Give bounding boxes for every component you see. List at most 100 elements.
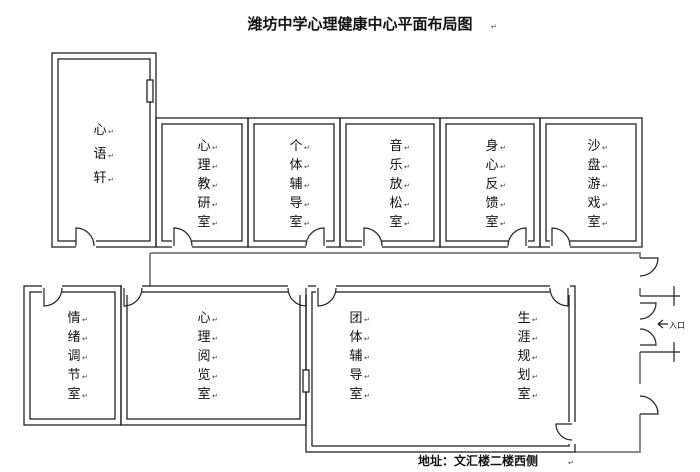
paragraph-mark: ↵ <box>304 163 310 171</box>
paragraph-mark: ↵ <box>602 182 608 190</box>
paragraph-mark: ↵ <box>212 144 218 152</box>
paragraph-mark: ↵ <box>602 163 608 171</box>
paragraph-mark: ↵ <box>304 201 310 209</box>
paragraph-mark: ↵ <box>212 182 218 190</box>
door-shengya-right <box>549 287 569 307</box>
paragraph-mark: ↵ <box>212 201 218 209</box>
paragraph-mark: ↵ <box>212 392 218 400</box>
room-char: 室 <box>389 214 402 230</box>
address-paragraph-mark: ↵ <box>568 459 574 467</box>
paragraph-mark: ↵ <box>212 163 218 171</box>
room-shapan-walls <box>539 117 643 248</box>
room-char: 室 <box>197 214 210 230</box>
room-char: 规 <box>517 349 530 364</box>
room-char: 导 <box>349 368 362 383</box>
room-label-yuelan: 心↵理↵阅↵览↵室↵ <box>197 311 217 402</box>
room-char: 生 <box>517 311 530 326</box>
paragraph-mark: ↵ <box>364 354 370 362</box>
paragraph-mark: ↵ <box>82 335 88 343</box>
paragraph-mark: ↵ <box>304 220 310 228</box>
paragraph-mark: ↵ <box>500 220 506 228</box>
room-char: 心 <box>485 158 498 173</box>
room-char: 览 <box>197 367 210 383</box>
entrance-door-bottom <box>639 395 659 415</box>
room-label-shengya: 生↵涯↵规↵划↵室↵ <box>517 311 537 402</box>
paragraph-mark: ↵ <box>212 373 218 381</box>
paragraph-mark: ↵ <box>82 392 88 400</box>
room-char: 节 <box>67 368 80 383</box>
room-char: 沙 <box>587 139 600 154</box>
room-char: 室 <box>587 214 600 230</box>
paragraph-mark: ↵ <box>212 316 218 324</box>
paragraph-mark: ↵ <box>304 182 310 190</box>
room-char: 室 <box>67 386 80 402</box>
room-char: 绪 <box>67 330 80 345</box>
room-char: 体 <box>289 158 302 173</box>
door-yuelan-left <box>123 287 143 307</box>
paragraph-mark: ↵ <box>364 316 370 324</box>
room-char: 室 <box>197 386 210 402</box>
paragraph-mark: ↵ <box>500 201 506 209</box>
room-char: 松 <box>389 196 402 211</box>
paragraph-mark: ↵ <box>82 354 88 362</box>
paragraph-mark: ↵ <box>404 201 410 209</box>
paragraph-mark: ↵ <box>404 220 410 228</box>
paragraph-mark: ↵ <box>500 163 506 171</box>
page-title: 潍坊中学心理健康中心平面布局图 <box>247 15 472 33</box>
room-char: 辅 <box>289 177 302 192</box>
room-tuanti-walls <box>302 285 576 453</box>
paragraph-mark: ↵ <box>404 163 410 171</box>
room-char: 戏 <box>587 196 600 211</box>
room-char: 室 <box>485 214 498 230</box>
room-char: 放 <box>389 177 402 192</box>
paragraph-mark: ↵ <box>364 335 370 343</box>
entrance <box>636 257 680 415</box>
paragraph-mark: ↵ <box>108 176 114 184</box>
door-fankui <box>507 227 527 247</box>
room-char: 辅 <box>349 349 362 364</box>
room-char: 团 <box>349 311 362 326</box>
door-tuanti-left <box>317 287 337 307</box>
door-yinyue <box>363 227 383 247</box>
door-tuanti-bottom <box>555 423 573 441</box>
room-char: 乐 <box>389 158 402 173</box>
paragraph-mark: ↵ <box>532 392 538 400</box>
room-char: 轩 <box>93 171 106 186</box>
room-char: 室 <box>349 386 362 402</box>
room-char: 反 <box>485 177 498 192</box>
room-char: 室 <box>289 214 302 230</box>
room-label-xinyu: 心↵语↵轩↵ <box>93 123 113 186</box>
paragraph-mark: ↵ <box>404 144 410 152</box>
paragraph-mark: ↵ <box>212 220 218 228</box>
entrance-door-a <box>639 302 657 320</box>
room-char: 理 <box>197 158 210 173</box>
room-char: 游 <box>587 177 600 192</box>
room-char: 导 <box>289 196 302 211</box>
room-char: 调 <box>67 349 80 364</box>
room-label-fankui: 身↵心↵反↵馈↵室↵ <box>485 138 505 230</box>
title-paragraph-mark: ↵ <box>491 23 497 31</box>
room-char: 心 <box>197 139 210 154</box>
door-qingxu <box>43 287 63 307</box>
door-yuelan-right <box>287 287 307 307</box>
door-shapan <box>551 227 571 247</box>
paragraph-mark: ↵ <box>532 316 538 324</box>
room-char: 研 <box>197 196 210 211</box>
room-char: 划 <box>517 368 530 383</box>
room-char: 馈 <box>485 196 498 211</box>
room-char: 涯 <box>517 330 530 345</box>
paragraph-mark: ↵ <box>500 182 506 190</box>
room-label-tuanti: 团↵体↵辅↵导↵室↵ <box>349 311 369 402</box>
room-char: 语 <box>93 147 106 162</box>
room-label-yinyue: 音↵乐↵放↵松↵室↵ <box>389 138 409 230</box>
doors <box>42 227 578 444</box>
door-jiaoyan <box>173 227 193 247</box>
room-label-shapan: 沙↵盘↵游↵戏↵室↵ <box>587 139 607 230</box>
room-char: 室 <box>517 386 530 402</box>
paragraph-mark: ↵ <box>532 335 538 343</box>
room-char: 情 <box>67 311 80 326</box>
paragraph-mark: ↵ <box>212 335 218 343</box>
paragraph-mark: ↵ <box>304 144 310 152</box>
paragraph-mark: ↵ <box>364 392 370 400</box>
room-char: 理 <box>197 330 210 345</box>
